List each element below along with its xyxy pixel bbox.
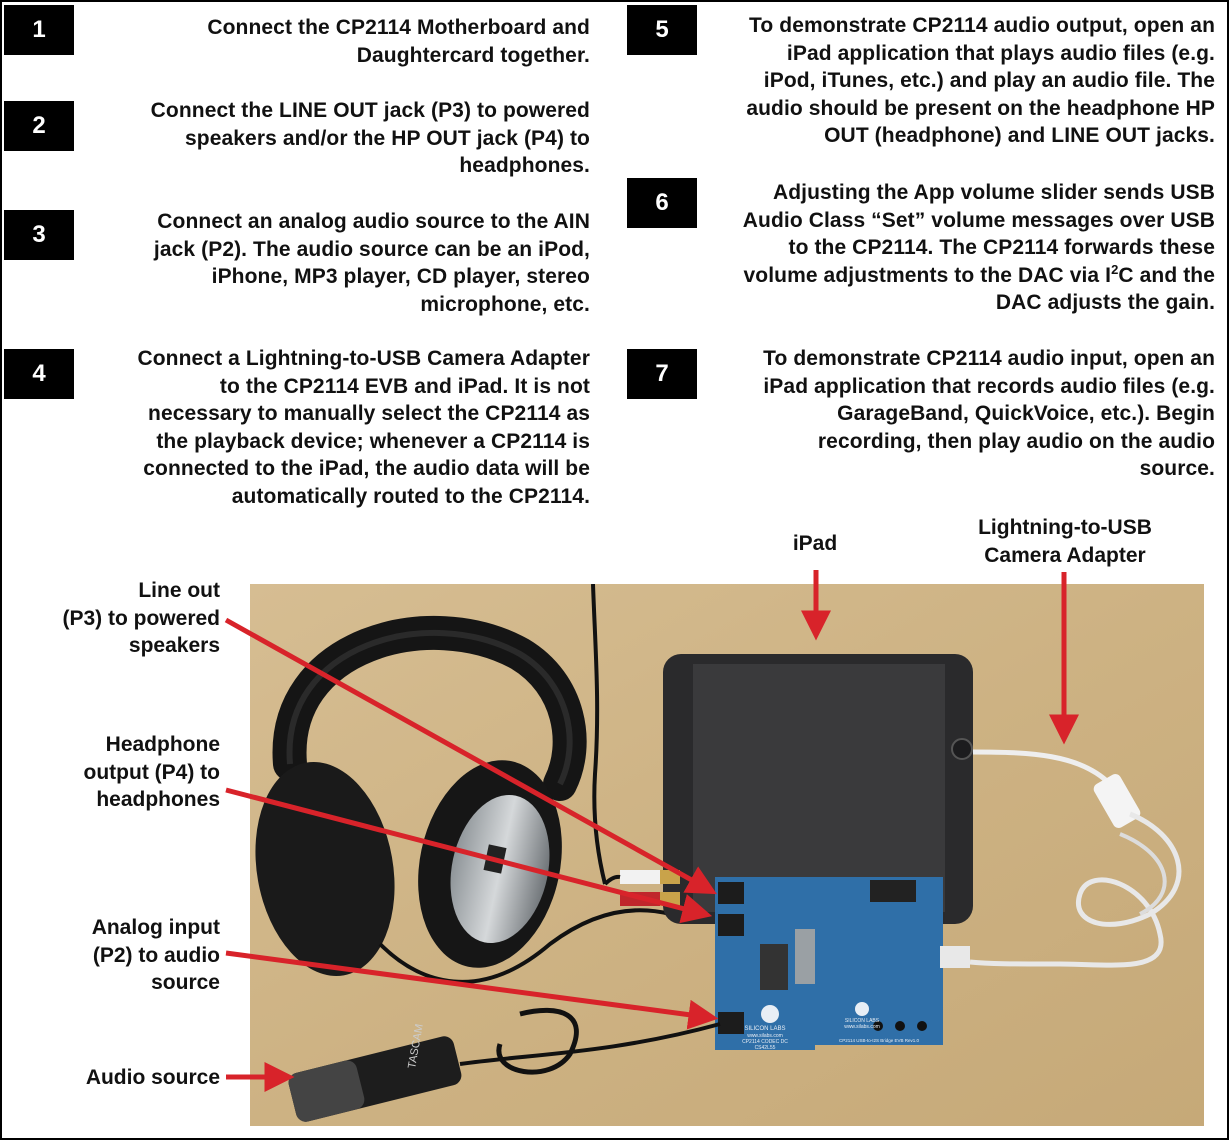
step-6-text: Adjusting the App volume slider sends US… (742, 181, 1215, 314)
step-1-badge: 1 (4, 5, 74, 55)
step-5-badge: 5 (627, 5, 697, 55)
step-2-text: Connect the LINE OUT jack (P3) to powere… (150, 99, 590, 177)
codec-part-text: CS42L55 (755, 1045, 776, 1051)
line-out-cable (591, 583, 607, 885)
step-4-text: Connect a Lightning-to-USB Camera Adapte… (137, 347, 590, 508)
step-7-badge: 7 (627, 349, 697, 399)
step-2-badge: 2 (4, 101, 74, 151)
step-1-text: Connect the CP2114 Motherboard and Daugh… (207, 16, 590, 67)
motherboard-url-text: www.silabs.com (844, 1024, 880, 1030)
motherboard-logo-text: SILICON LABS (845, 1018, 880, 1024)
camera-adapter (969, 749, 1182, 968)
headphones (255, 616, 671, 984)
codec-url-text: www.silabs.com (747, 1033, 783, 1039)
motherboard-label-text: CP2114 USB-to-I2S Bridge EVB Rev1.0 (839, 1038, 919, 1043)
callout-camera-adapter: Lightning-to-USB Camera Adapter (978, 516, 1152, 567)
callout-audio-source: Audio source (85, 1066, 220, 1089)
step-7-text: To demonstrate CP2114 audio input, open … (763, 347, 1215, 480)
arrow-headphone-out (225, 787, 713, 924)
setup-photo-illustration: SILICON LABS www.silabs.com CP2114 CODEC… (250, 583, 1204, 1126)
codec-board-text: CP2114 CODEC DC (742, 1039, 788, 1045)
arrow-line-out (224, 617, 717, 895)
stereo-microphone: TASCAM (288, 1007, 579, 1122)
codec-logo-text: SILICON LABS (744, 1026, 785, 1032)
ipad-device (663, 654, 973, 924)
callout-ipad: iPad (792, 532, 838, 555)
step-3-badge: 3 (4, 210, 74, 260)
setup-photo: SILICON LABS www.silabs.com CP2114 CODEC… (250, 583, 1204, 1126)
step-5-text: To demonstrate CP2114 audio output, open… (746, 14, 1215, 147)
step-6-badge: 6 (627, 178, 697, 228)
callout-line-out: Line out (P3) to powered speakers (62, 579, 220, 657)
step-4-badge: 4 (4, 349, 74, 399)
callout-headphone-out: Headphone output (P4) to headphones (83, 733, 220, 811)
step-3-text: Connect an analog audio source to the AI… (153, 210, 590, 316)
analog-input-cable (459, 1022, 721, 1066)
callout-analog-in: Analog input (P2) to audio source (91, 916, 220, 994)
arrow-analog-in (225, 950, 719, 1030)
cp2114-motherboard: SILICON LABS www.silabs.com CP2114 USB-t… (815, 877, 970, 1045)
